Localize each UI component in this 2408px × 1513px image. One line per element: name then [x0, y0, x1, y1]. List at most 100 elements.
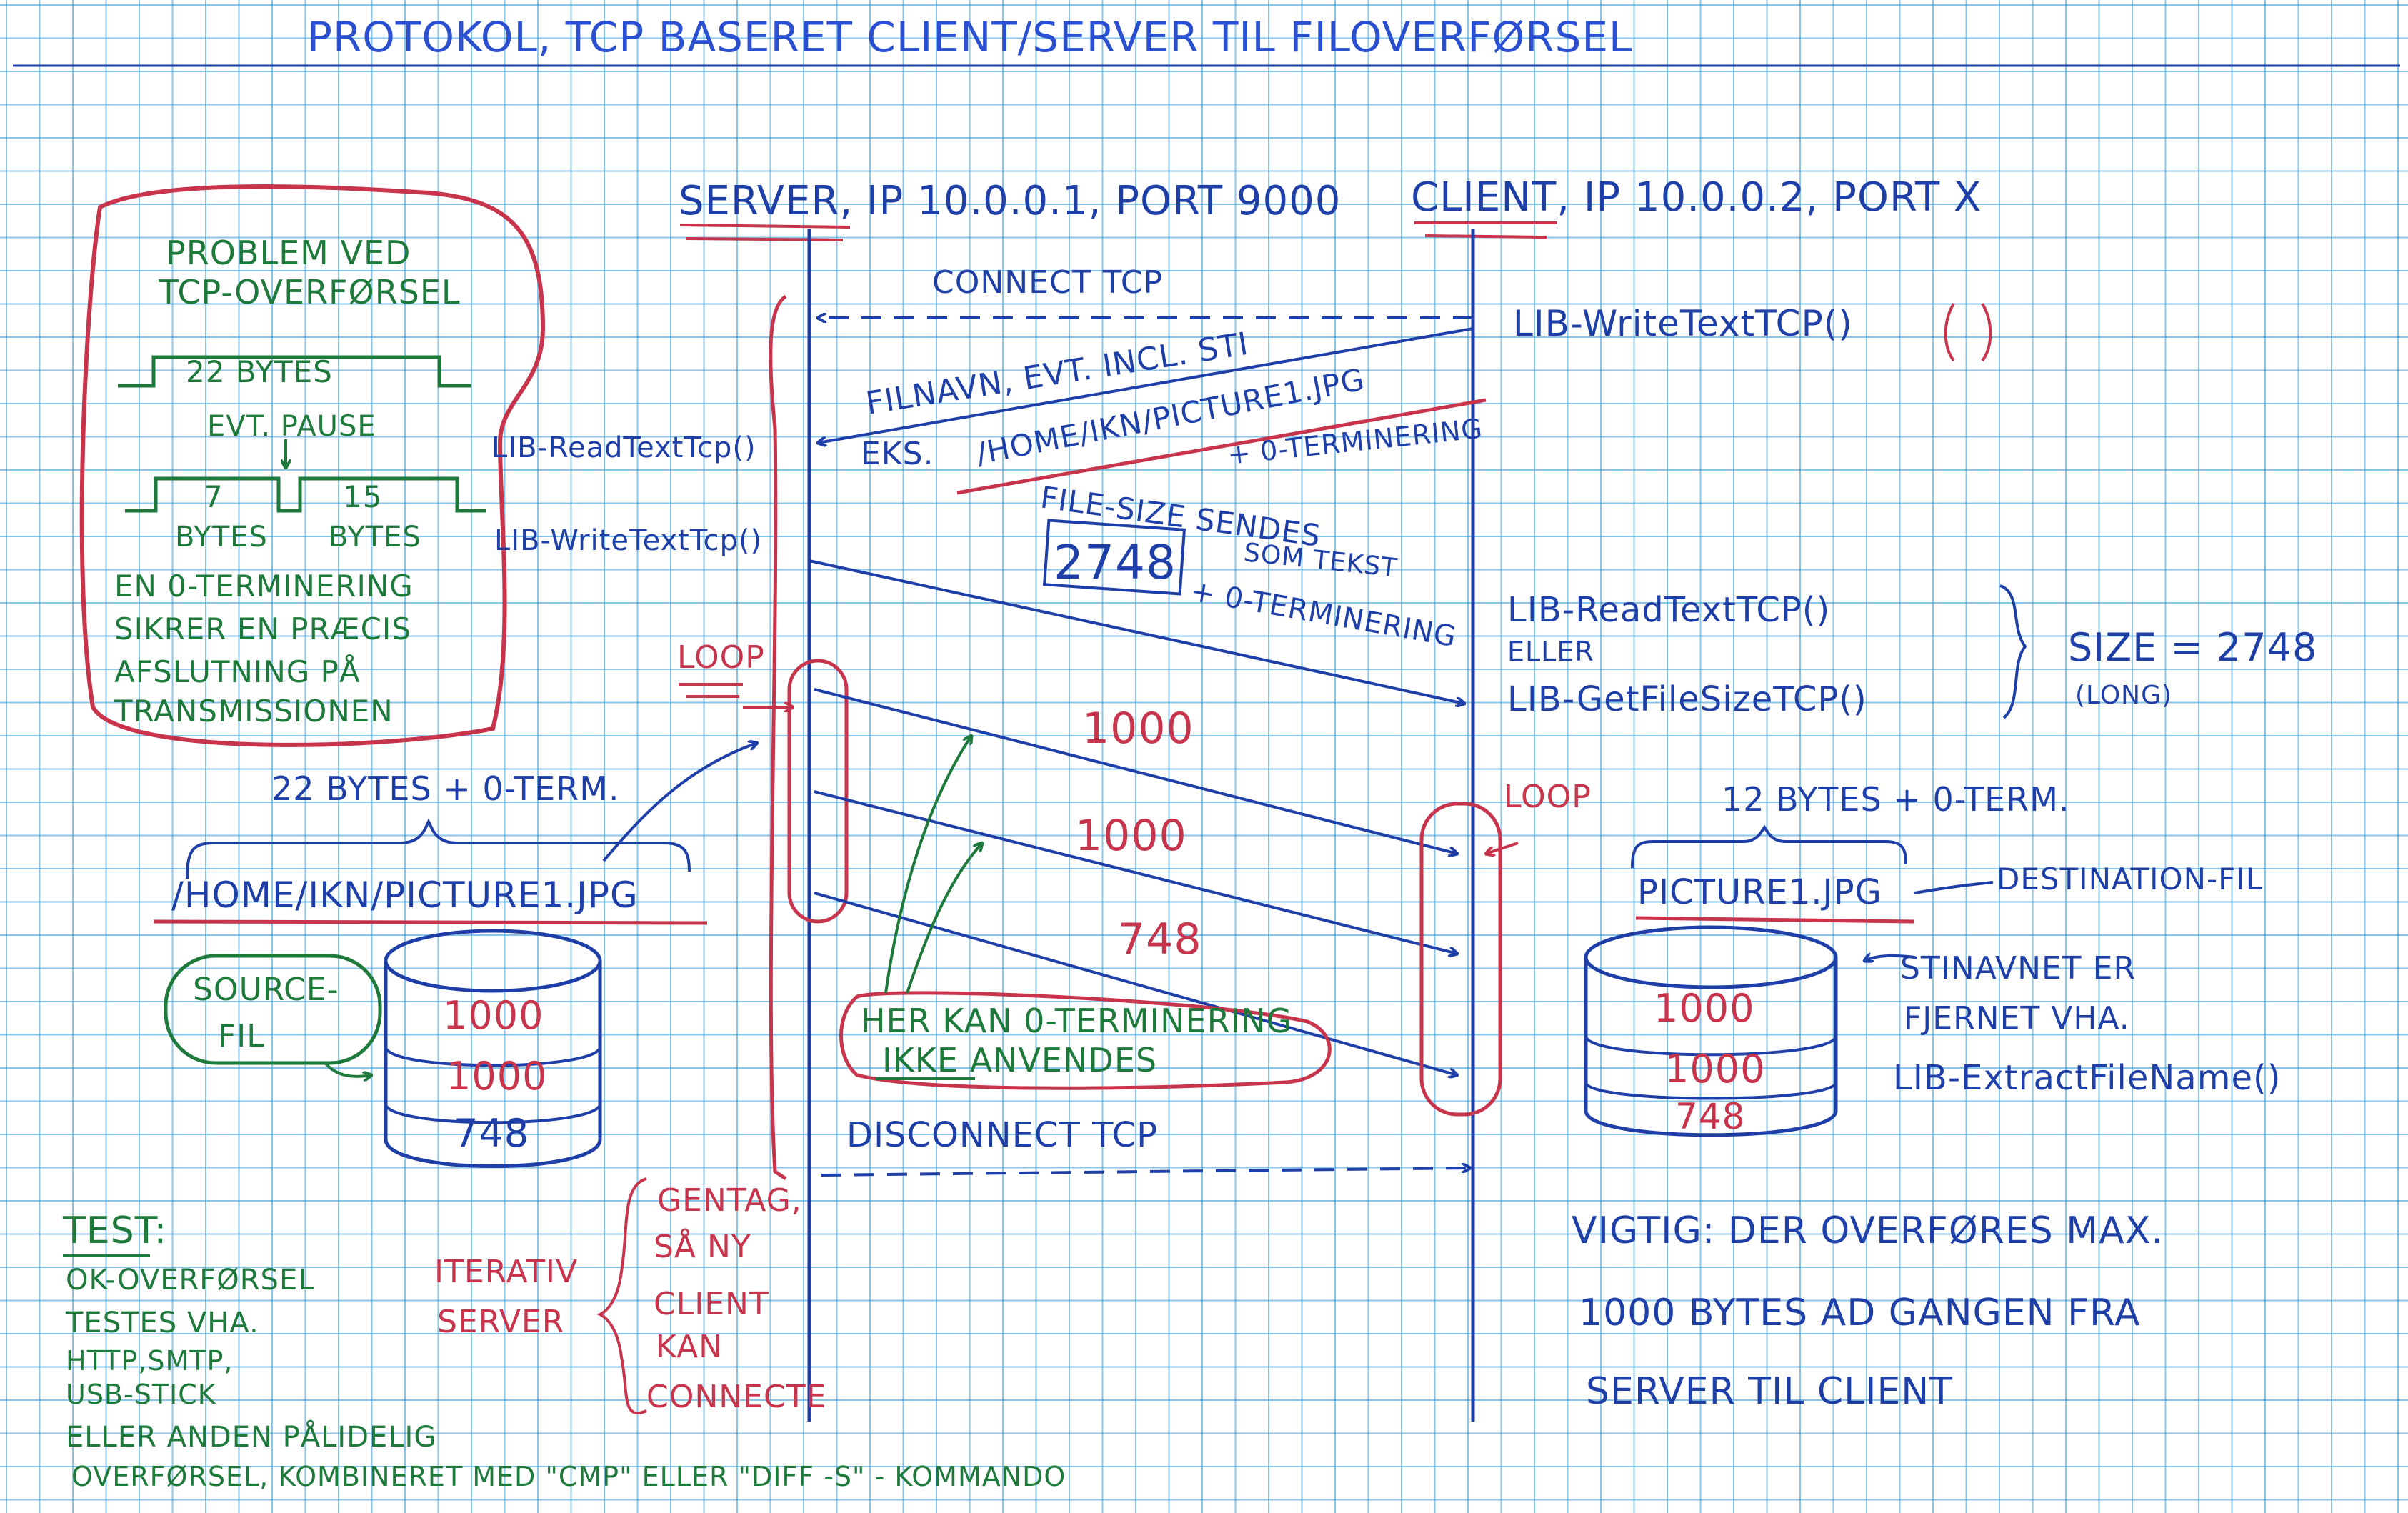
no-zero-note-1: HER KAN 0-TERMINERING	[861, 1002, 1292, 1040]
client-write-text: LIB-WriteTextTCP()	[1513, 303, 1853, 344]
iterative-label-2: SERVER	[437, 1304, 564, 1340]
no-zero-note-outline	[839, 991, 1332, 1090]
server-header-underline	[679, 224, 851, 241]
size-brace	[1999, 584, 2027, 719]
source-file-pointer	[324, 1062, 371, 1077]
server-db-value-3: 748	[454, 1111, 529, 1156]
chunk-label-1: 1000	[1082, 704, 1194, 754]
repeat-2: SÅ NY	[654, 1227, 751, 1265]
problem-text-1: EN 0-TERMINERING	[114, 569, 414, 604]
server-source-path: /HOME/IKN/PICTURE1.JPG	[171, 874, 639, 916]
filename-arrow	[818, 327, 1474, 443]
page-title: PROTOKOL, TCP BASERET CLIENT/SERVER TIL …	[307, 13, 1632, 61]
problem-title-2: TCP-OVERFØRSEL	[158, 273, 461, 311]
repeat-3: CLIENT	[654, 1286, 769, 1322]
client-strip-1: STINAVNET ER	[1900, 950, 2136, 987]
test-line-6: OVERFØRSEL, KOMBINERET MED "CMP" ELLER "…	[71, 1461, 1066, 1492]
disconnect-label: DISCONNECT TCP	[846, 1115, 1158, 1155]
size-type: (LONG)	[2075, 681, 2172, 710]
test-line-2: TESTES VHA.	[65, 1307, 259, 1339]
client-or: ELLER	[1507, 636, 1594, 667]
client-strip-2: FJERNET VHA.	[1904, 1000, 2130, 1037]
filename-red-underline	[956, 398, 1487, 495]
test-line-1: OK-OVERFØRSEL	[66, 1264, 315, 1297]
source-file-label-1: SOURCE-	[193, 972, 339, 1008]
size-value: SIZE = 2748	[2068, 625, 2317, 670]
problem-text-2: SIKRER EN PRÆCIS	[114, 611, 411, 646]
chunk-label-2: 1000	[1075, 811, 1187, 861]
client-strip-pointer	[1864, 956, 1915, 961]
important-line-2: 1000 BYTES AD GANGEN FRA	[1579, 1292, 2141, 1334]
server-loop-label: LOOP	[677, 639, 765, 676]
bytes-7-unit: BYTES	[175, 521, 268, 554]
client-db-value-3: 748	[1675, 1096, 1745, 1137]
test-line-5: ELLER ANDEN PÅLIDELIG	[66, 1419, 436, 1454]
problem-title-1: PROBLEM VED	[166, 234, 411, 272]
server-header: SERVER, IP 10.0.0.1, PORT 9000	[679, 178, 1341, 224]
important-line-3: SERVER TIL CLIENT	[1586, 1370, 1953, 1413]
filesize-arrow	[809, 559, 1464, 704]
bytes-15-unit: BYTES	[329, 521, 421, 554]
chunk-arrow-3	[814, 892, 1457, 1075]
no-zero-pointer-1	[884, 736, 971, 994]
server-path-brace	[186, 818, 691, 879]
iterative-brace	[596, 1177, 647, 1415]
server-read-text: LIB-ReadTextTcp()	[491, 431, 756, 464]
no-zero-pointer-2	[906, 843, 982, 994]
bytes-7: 7	[204, 479, 224, 514]
client-loop-label: LOOP	[1504, 779, 1592, 815]
filesize-zero-term: + 0-TERMINERING	[1188, 575, 1459, 654]
client-read-text: LIB-ReadTextTCP()	[1507, 590, 1830, 630]
server-path-underline	[153, 919, 708, 925]
filesize-digits-box	[1042, 519, 1186, 596]
connect-label: CONNECT TCP	[932, 264, 1163, 301]
chunk-arrow-2	[814, 790, 1457, 954]
filesize-label-2: SOM TEKST	[1242, 538, 1399, 583]
server-bytes-note: 22 BYTES + 0-TERM.	[271, 769, 620, 808]
chunk-arrow-1	[814, 688, 1457, 854]
problem-text-3: AFSLUTNING PÅ	[114, 654, 361, 689]
repeat-4: KAN	[656, 1329, 723, 1365]
client-header: CLIENT, IP 10.0.0.2, PORT X	[1411, 174, 1982, 221]
client-dest-pointer	[1914, 881, 1994, 894]
server-write-text: LIB-WriteTextTcp()	[494, 524, 762, 557]
waveform-22	[118, 355, 471, 388]
important-line-1: VIGTIG: DER OVERFØRES MAX.	[1572, 1209, 2164, 1252]
pause-label: EVT. PAUSE	[207, 410, 376, 443]
problem-box-outline	[79, 184, 546, 747]
iterative-label-1: ITERATIV	[434, 1254, 578, 1290]
server-loop-underline	[679, 683, 743, 698]
chunk-label-3: 748	[1118, 914, 1202, 964]
test-line-4: USB-STICK	[66, 1379, 216, 1410]
client-db-value-2: 1000	[1664, 1047, 1765, 1092]
client-strip-3: LIB-ExtractFileName()	[1893, 1058, 2281, 1098]
source-file-label-2: FIL	[218, 1018, 265, 1054]
client-file-brace	[1631, 824, 1907, 869]
waveform-split	[125, 476, 486, 513]
filename-ex-prefix: EKS.	[861, 436, 934, 472]
server-database	[384, 929, 602, 1168]
server-side-red-bracket	[769, 294, 787, 1181]
problem-text-4: TRANSMISSIONEN	[114, 694, 394, 729]
repeat-5: CONNECTE	[646, 1379, 826, 1415]
test-heading: TEST:	[62, 1209, 167, 1252]
test-line-3: HTTP,SMTP,	[66, 1345, 233, 1377]
client-loop-arrow	[1486, 842, 1519, 854]
client-get-size: LIB-GetFileSizeTCP()	[1507, 679, 1867, 719]
client-db-value-1: 1000	[1654, 986, 1754, 1031]
bytes-15: 15	[343, 479, 382, 514]
client-dest-file: PICTURE1.JPG	[1637, 872, 1882, 912]
server-db-value-1: 1000	[443, 993, 544, 1038]
client-database	[1584, 925, 1838, 1137]
source-file-label-box	[164, 954, 382, 1065]
client-bytes-note: 12 BYTES + 0-TERM.	[1722, 780, 2070, 819]
client-header-underline	[1414, 221, 1557, 239]
server-db-value-2: 1000	[446, 1054, 547, 1099]
repeat-1: GENTAG,	[657, 1182, 802, 1219]
server-loop-outline	[787, 659, 849, 924]
client-dest-underline	[1635, 916, 1915, 924]
disconnect-arrow	[821, 1168, 1470, 1177]
server-path-pointer	[602, 743, 757, 862]
no-zero-note-2: IKKE ANVENDES	[882, 1041, 1157, 1079]
